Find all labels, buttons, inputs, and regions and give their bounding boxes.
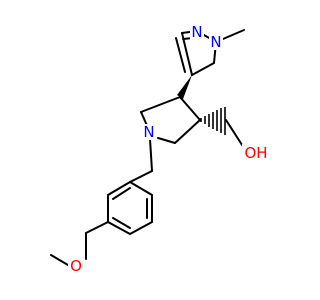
bond-pyrazole-c3-c4-double (175, 37, 186, 73)
benzene-double-3 (112, 187, 131, 200)
bond-n-benzyl-ch2 (149, 138, 153, 172)
atom-label-hydroxyl: OH (244, 144, 267, 162)
atom-label-pyrrolidine-n: N (143, 123, 154, 141)
bond-n-c2 (157, 137, 176, 144)
benzene-ring (107, 180, 153, 236)
hashed-bond-c3-ch2 (200, 107, 226, 135)
bond-o-methyl (50, 254, 69, 266)
bond-pyrazole-c3-c4 (181, 32, 193, 76)
bond-ch2-ring (129, 170, 153, 183)
atom-label-n2: N (191, 23, 202, 41)
atom-labels: N N N OH O (68, 23, 270, 275)
benzene-double-2 (112, 217, 131, 229)
wedge-bond-c4-pyrazole (177, 75, 192, 99)
bond-ring-ch2-ether (85, 221, 109, 234)
molecule-structure-diagram: N N N OH O (50, 23, 270, 275)
benzyl-group (50, 138, 153, 266)
bond-ch2-oh (225, 119, 245, 149)
bond-c4-c5 (140, 96, 181, 113)
bond-c2-c3 (174, 119, 201, 144)
atom-label-ether-o: O (70, 257, 82, 275)
pyrrolidine-ring (140, 75, 245, 149)
bond-c3-c4 (179, 96, 201, 121)
atom-label-n1: N (210, 33, 221, 51)
bond-pyrazole-c4-c5 (191, 62, 215, 76)
